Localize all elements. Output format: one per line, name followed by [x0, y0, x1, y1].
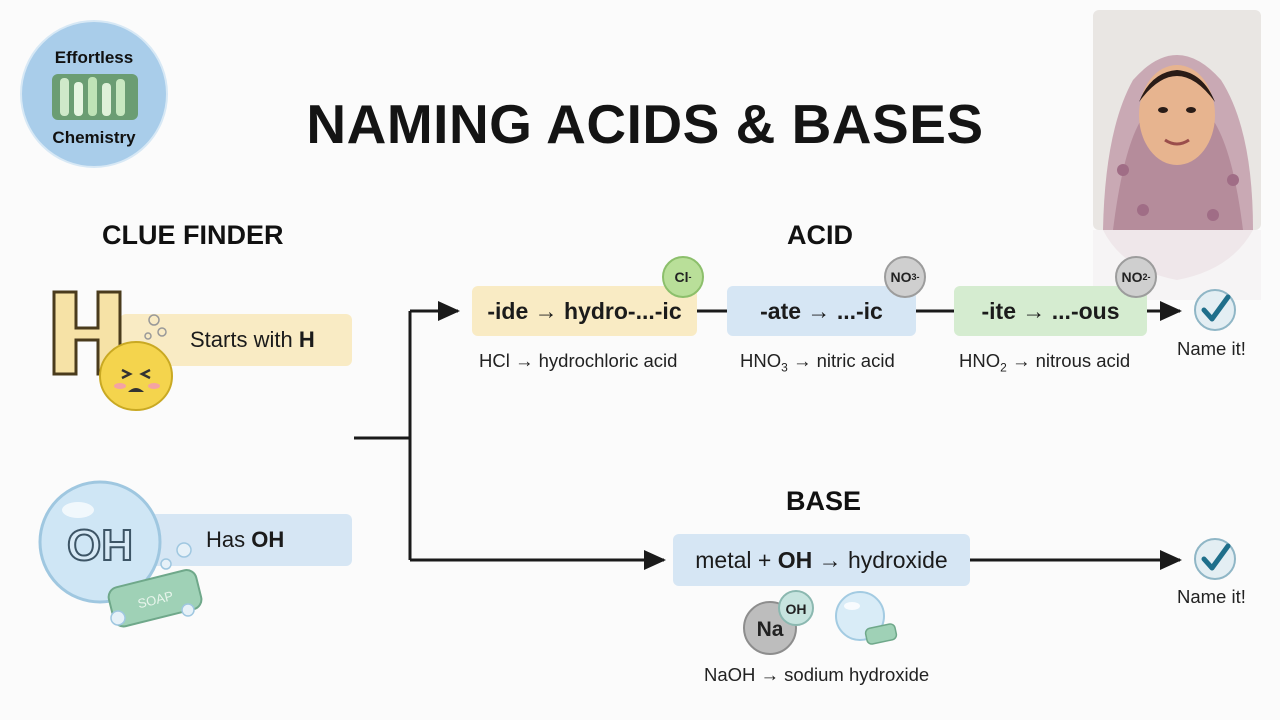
nitrite-ion-charge: - — [1147, 272, 1151, 282]
acid-rule-ide: -ide → hydro-...-ic — [472, 286, 697, 336]
acid-example-ite: HNO2 → nitrous acid — [959, 350, 1130, 375]
acid-rule-ate: -ate → ...-ic — [727, 286, 916, 336]
base-name-it-label: Name it! — [1177, 586, 1246, 607]
acid-rule-ide-text: -ide → hydro-...-ic — [487, 297, 682, 324]
acid-example-ate-pre: HNO — [740, 350, 782, 371]
logo-text-bottom: Chemistry — [52, 128, 136, 147]
base-rule-pre: metal + — [695, 546, 778, 573]
clue-finder-heading: CLUE FINDER — [102, 220, 284, 250]
acid-example-ite-post: → nitrous acid — [1006, 350, 1131, 371]
clue-oh-prefix: Has — [206, 527, 252, 552]
acid-example-ate-sub: 3 — [781, 360, 788, 375]
acid-example-ide: HCl → hydrochloric acid — [479, 350, 677, 372]
h-letter-icon — [52, 290, 173, 411]
base-checkmark-icon — [1194, 538, 1236, 580]
acid-name-it-label: Name it! — [1177, 338, 1246, 359]
clue-oh-bold: OH — [251, 527, 285, 552]
logo-text-top: Effortless — [54, 48, 134, 67]
base-rule: metal + OH → hydroxide — [673, 534, 970, 586]
acid-rule-ite-text: -ite → ...-ous — [981, 297, 1120, 324]
logo-badge: Effortless Chemistry — [20, 20, 168, 168]
chloride-ion-charge: - — [688, 272, 692, 282]
nitrite-ion-symbol: NO — [1121, 269, 1143, 285]
acid-checkmark-icon — [1194, 289, 1236, 331]
oh-bubble-text: OH — [67, 521, 133, 570]
oh-label: OH — [786, 601, 807, 617]
base-heading: BASE — [786, 486, 862, 516]
soap-bubble-icon: OH SOAP — [38, 480, 203, 628]
chloride-ion-symbol: Cl — [674, 269, 689, 285]
sodium-hydroxide-icon: Na OH — [743, 590, 898, 655]
nitrate-ion-sub: 3 — [911, 272, 917, 282]
base-example: NaOH → sodium hydroxide — [704, 664, 930, 685]
chloride-ion-badge: Cl- — [662, 256, 704, 298]
clue-h-prefix: Starts with — [190, 327, 299, 352]
base-rule-bold: OH — [777, 546, 813, 573]
acid-example-ite-sub: 2 — [1000, 360, 1007, 375]
acid-example-ate-post: → nitric acid — [787, 350, 895, 371]
test-tubes-icon — [52, 74, 138, 120]
presenter-photo — [1093, 10, 1261, 230]
na-label: Na — [757, 618, 784, 641]
acid-rule-ite: -ite → ...-ous — [954, 286, 1147, 336]
clue-h-bold: H — [298, 327, 315, 352]
nitrate-ion-symbol: NO — [890, 269, 912, 285]
acid-example-ide-text: HCl → hydrochloric acid — [479, 350, 678, 371]
acid-rule-ate-text: -ate → ...-ic — [760, 297, 883, 324]
acid-example-ite-pre: HNO — [959, 350, 1001, 371]
nitrate-ion-charge: - — [916, 272, 920, 282]
acid-example-ate: HNO3 → nitric acid — [740, 350, 895, 375]
acid-heading: ACID — [787, 220, 853, 250]
nitrite-ion-sub: 2 — [1142, 272, 1148, 282]
page-title: NAMING ACIDS & BASES — [306, 93, 984, 155]
base-rule-post: → hydroxide — [812, 546, 948, 573]
